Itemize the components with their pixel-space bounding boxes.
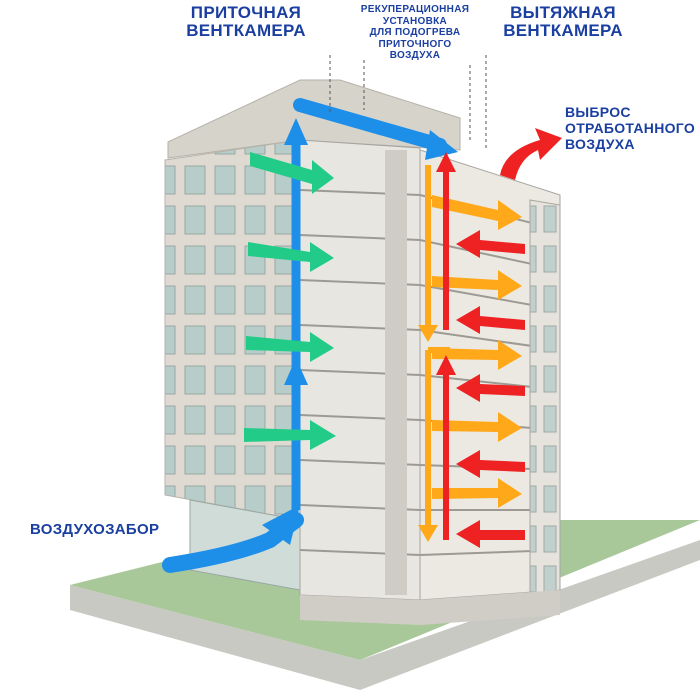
arrow-right-icon (432, 412, 522, 442)
exhaust-arrows (456, 230, 525, 548)
label-air-intake: ВОЗДУХОЗАБОР (30, 521, 160, 538)
left-facade (164, 139, 301, 521)
roof (167, 79, 461, 159)
arrow-left-icon (456, 374, 525, 402)
exhaust-release-arrow (500, 128, 562, 180)
section-cutaway (299, 139, 421, 601)
arrow-right-icon (432, 195, 522, 230)
arrow-right-icon (248, 242, 334, 272)
label-supply-chamber: ПРИТОЧНАЯ ВЕНТКАМЕРА (186, 3, 306, 40)
return-air-arrows (432, 195, 522, 508)
arrow-right-icon (246, 332, 334, 362)
arrow-left-icon (456, 306, 525, 334)
arrow-right-icon (250, 152, 334, 194)
arrow-up-icon (284, 358, 308, 385)
supply-air-duct (162, 98, 458, 573)
arrow-up-icon (262, 505, 300, 545)
arrow-right-icon (432, 270, 522, 300)
arrow-right-icon (432, 478, 522, 508)
label-exhaust-chamber: ВЫТЯЖНАЯ ВЕНТКАМЕРА (503, 3, 623, 40)
arrow-up-icon (284, 118, 308, 145)
label-exhaust-release: ВЫБРОС ОТРАБОТАННОГО ВОЗДУХА (565, 104, 696, 153)
leader-lines (329, 55, 487, 150)
right-side-windows (529, 199, 561, 596)
building-base (300, 590, 560, 625)
arrow-up-icon (436, 355, 456, 375)
arrow-left-icon (456, 230, 525, 258)
chevron-down-icon (418, 525, 438, 542)
label-recuperation-unit: РЕКУПЕРАЦИОННАЯ УСТАНОВКА ДЛЯ ПОДОГРЕВА … (360, 4, 470, 61)
arrow-right-icon (425, 130, 458, 160)
ground-slab (70, 540, 700, 690)
arrow-right-icon (432, 340, 522, 370)
arrow-left-icon (456, 520, 525, 548)
arrow-up-icon (436, 152, 456, 172)
fresh-air-arrows (244, 152, 336, 450)
arrow-left-icon (456, 450, 525, 478)
arrow-right-icon (244, 420, 336, 450)
return-air-arrowheads (418, 325, 438, 542)
chevron-down-icon (418, 325, 438, 342)
exhaust-air-arrowheads (436, 152, 456, 375)
